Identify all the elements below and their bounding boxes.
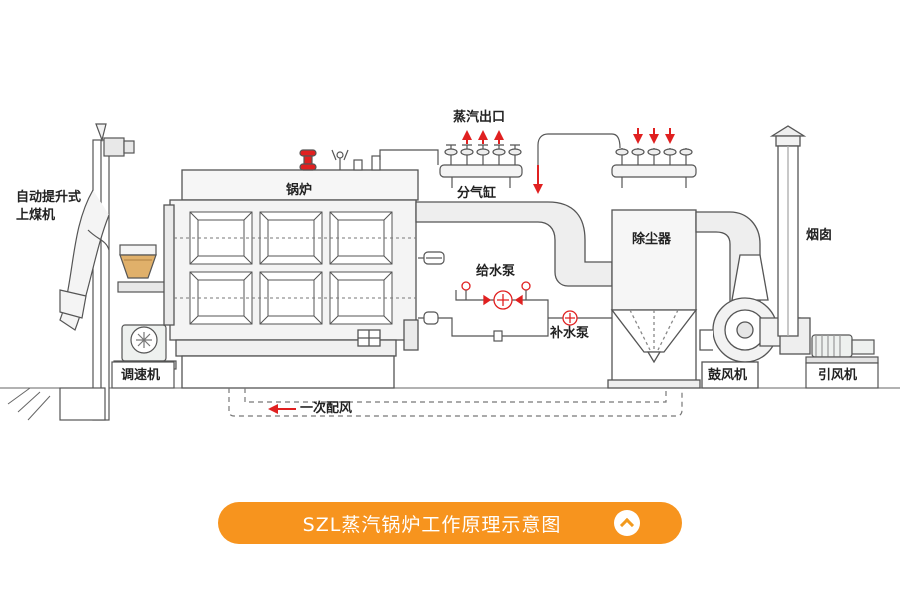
label-coal-feeder: 自动提升式上煤机 xyxy=(16,190,82,223)
label-feed-pump: 给水泵 xyxy=(476,264,516,279)
induced-fan-motor xyxy=(805,334,879,389)
water-valves xyxy=(423,251,445,325)
label-dust-collector: 除尘器 xyxy=(632,232,672,247)
chimney xyxy=(769,125,807,337)
top-valves xyxy=(299,149,381,171)
label-steam-header: 分气缸 xyxy=(457,186,497,201)
dust-collector xyxy=(607,209,701,389)
steam-header xyxy=(439,144,523,188)
coal-elevator xyxy=(59,123,135,421)
air-return-line xyxy=(533,133,621,194)
banner-title: SZL蒸汽锅炉工作原理示意图 xyxy=(302,513,562,536)
feed-pump-valves xyxy=(465,290,527,342)
boiler-dashed-lines xyxy=(174,237,416,299)
right-header xyxy=(611,148,697,188)
makeup-pump xyxy=(562,310,578,326)
ground-line xyxy=(0,387,900,421)
label-speed-control: 调速机 xyxy=(121,368,161,383)
label-blower: 鼓风机 xyxy=(708,368,748,383)
label-makeup-pump: 补水泵 xyxy=(550,326,590,341)
flue-duct xyxy=(415,201,613,287)
chevron-up-icon[interactable] xyxy=(614,510,640,536)
label-chimney: 烟囱 xyxy=(806,228,833,243)
steam-inlet-arrows xyxy=(633,128,675,144)
steam-outlet-arrows xyxy=(462,130,504,144)
speed-controller xyxy=(111,324,177,389)
label-steam-outlet: 蒸汽出口 xyxy=(453,110,506,125)
coal-hopper xyxy=(117,244,181,293)
label-primary-air: 一次配风 xyxy=(300,401,353,416)
title-banner[interactable]: SZL蒸汽锅炉工作原理示意图 xyxy=(218,502,682,544)
steam-line xyxy=(379,149,439,165)
label-induced-fan: 引风机 xyxy=(818,368,858,383)
label-boiler: 锅炉 xyxy=(286,183,313,198)
feed-pump xyxy=(461,281,531,310)
primary-air-duct xyxy=(228,388,683,417)
